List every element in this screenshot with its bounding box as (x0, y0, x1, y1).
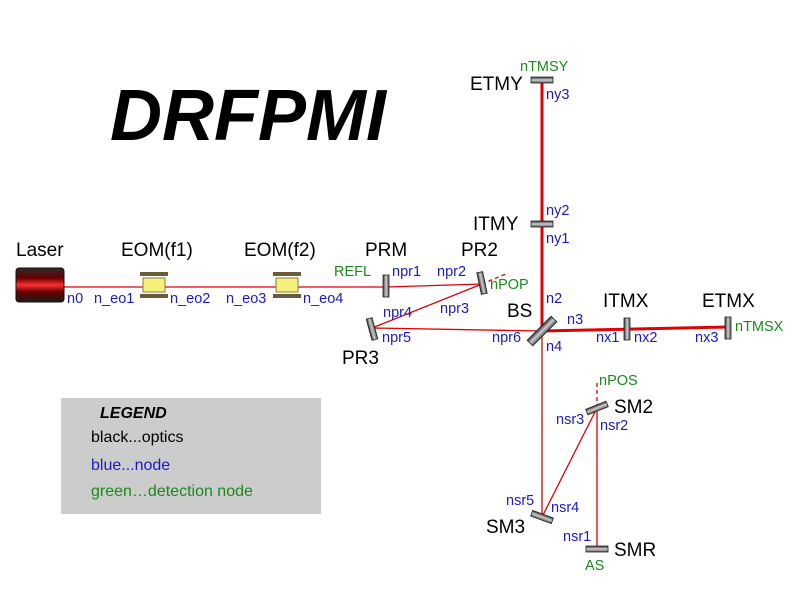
label-prm: PRM (365, 240, 407, 261)
node-n4: n4 (546, 339, 562, 355)
node-n-eo4: n_eo4 (303, 291, 343, 307)
smr-mirror-icon (585, 545, 609, 553)
label-eom-f1: EOM(f1) (121, 240, 193, 261)
det-ntmsy: nTMSY (520, 59, 569, 75)
beam-pr3-bs (371, 327, 543, 332)
pr2-mirror-icon (476, 271, 488, 295)
det-npos: nPOS (599, 373, 638, 389)
eom-f2-icon (273, 272, 301, 298)
node-n0: n0 (67, 291, 83, 307)
node-nsr4: nsr4 (551, 500, 579, 516)
label-eom-f2: EOM(f2) (244, 240, 316, 261)
sm2-mirror-icon (585, 400, 609, 416)
legend-box (61, 398, 321, 514)
beam-pr2-pr3 (371, 283, 483, 329)
etmy-mirror-icon (530, 76, 554, 84)
node-n-eo2: n_eo2 (170, 291, 210, 307)
label-sm2: SM2 (614, 397, 653, 418)
diagram-title: DRFPMI (110, 76, 388, 156)
node-n-eo3: n_eo3 (226, 291, 266, 307)
node-ny1: ny1 (546, 231, 569, 247)
beam-paths (64, 81, 729, 549)
node-n-eo1: n_eo1 (94, 291, 134, 307)
label-bs: BS (507, 301, 532, 322)
node-nx2: nx2 (634, 330, 657, 346)
det-ntmsx: nTMSX (735, 319, 784, 335)
legend-heading: LEGEND (100, 405, 167, 422)
node-npr5: npr5 (382, 330, 411, 346)
itmx-mirror-icon (623, 317, 631, 341)
node-npr1: npr1 (392, 264, 421, 280)
bs-mirror-icon (526, 315, 558, 347)
node-npr2: npr2 (437, 264, 466, 280)
node-npr3: npr3 (440, 301, 469, 317)
beam-prm-pr2 (385, 283, 483, 288)
det-npop: nPOP (490, 277, 529, 293)
node-n2: n2 (546, 291, 562, 307)
node-nsr2: nsr2 (600, 418, 628, 434)
laser-icon (15, 267, 65, 303)
node-nx1: nx1 (596, 330, 619, 346)
label-smr: SMR (614, 540, 656, 561)
node-npr4: npr4 (383, 305, 412, 321)
node-n3: n3 (567, 312, 583, 328)
label-pr2: PR2 (461, 240, 498, 261)
beam-sm3-sm2 (541, 407, 598, 518)
label-etmx: ETMX (702, 291, 755, 312)
label-itmx: ITMX (603, 291, 649, 312)
legend: LEGEND black...optics blue...node green…… (61, 398, 321, 514)
legend-node: blue...node (91, 457, 170, 474)
label-pr3: PR3 (342, 348, 379, 369)
node-ny2: ny2 (546, 203, 569, 219)
eom-f1-icon (140, 272, 168, 298)
pr3-mirror-icon (365, 317, 379, 341)
node-nx3: nx3 (695, 330, 718, 346)
node-nsr1: nsr1 (563, 529, 591, 545)
label-sm3: SM3 (486, 517, 525, 538)
etmx-mirror-icon (724, 316, 732, 340)
legend-optics: black...optics (91, 429, 183, 446)
det-refl: REFL (334, 264, 371, 280)
node-nsr3: nsr3 (556, 412, 584, 428)
label-etmy: ETMY (470, 74, 523, 95)
node-nsr5: nsr5 (506, 493, 534, 509)
node-ny3: ny3 (546, 87, 569, 103)
prm-mirror-icon (382, 274, 390, 298)
label-laser: Laser (16, 240, 64, 261)
itmy-mirror-icon (530, 220, 554, 228)
node-npr6: npr6 (492, 330, 521, 346)
sm3-mirror-icon (530, 509, 554, 525)
label-itmy: ITMY (473, 214, 519, 235)
pickoff-pop (481, 272, 509, 285)
det-as: AS (585, 558, 604, 574)
beam-x-arm (541, 325, 729, 333)
legend-detection: green…detection node (91, 483, 253, 500)
